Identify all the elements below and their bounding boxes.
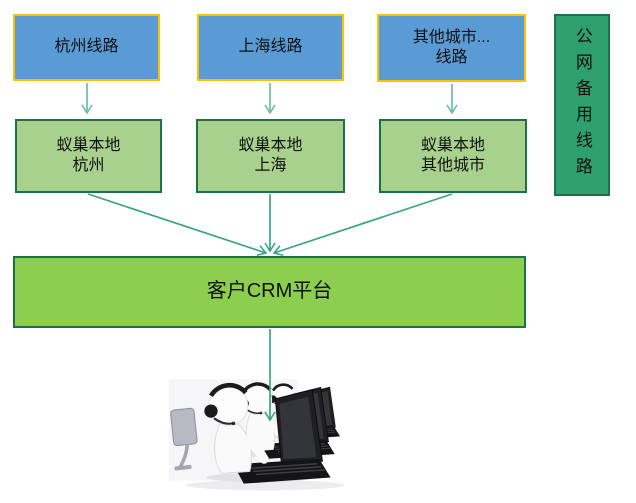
arrow-local-hangzhou-to-crm [87,193,268,257]
monitor-icon [170,407,198,471]
node-local-hangzhou: 蚁巢本地 杭州 [15,119,162,193]
node-crm-platform: 客户CRM平台 [13,256,526,328]
node-other-city-line: 其他城市... 线路 [377,14,526,82]
node-local-shanghai: 蚁巢本地 上海 [196,119,345,193]
node-hangzhou-line: 杭州线路 [13,14,160,81]
node-local-other-city: 蚁巢本地 其他城市 [379,119,527,193]
call-center-agents-illustration [169,379,345,491]
node-public-backup-line: 公网备用线路 [554,14,610,196]
arrow-local-othercity-to-crm [272,193,453,257]
node-shanghai-line: 上海线路 [197,14,344,81]
